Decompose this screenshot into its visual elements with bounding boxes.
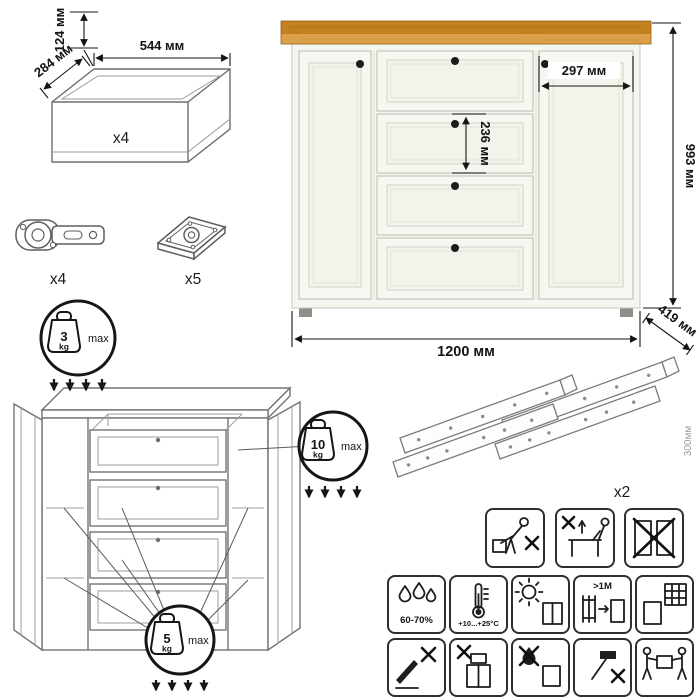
ventilation-icon [635, 575, 694, 634]
slides-length-label: 300мм [683, 426, 694, 457]
load-shelf-unit: kg [162, 644, 172, 654]
load-top-value: 3 [60, 329, 67, 344]
no-impact-icon [573, 638, 632, 697]
load-drawer-value: 10 [311, 437, 325, 452]
drawer-1-knob [451, 57, 459, 65]
no-load-on-top-icon [449, 638, 508, 697]
cabinet-front-view [280, 20, 652, 317]
load-drawer-unit: kg [313, 450, 323, 460]
hinge-count: x4 [50, 271, 67, 288]
slides-count: x2 [614, 484, 630, 501]
open-top-drawer [89, 413, 243, 473]
temperature-icon: +10...+25°C [449, 575, 508, 634]
foot-count: x5 [185, 271, 201, 288]
door-width-label: 297 мм [562, 63, 607, 78]
load-drawer-max: max [341, 441, 362, 453]
load-limit-badge-drawer: 10 kg max [297, 410, 369, 499]
drawer-2-knob [451, 120, 459, 128]
cabinet-top-panel [280, 20, 652, 45]
drawer-box-height-label: 124 мм [52, 8, 67, 53]
load-limit-badge-shelf: 5 kg max [144, 604, 216, 692]
load-arrows-shelf [151, 680, 209, 692]
load-arrows-top [49, 379, 107, 392]
heater-distance-icon: >1M [573, 575, 632, 634]
no-drag-furniture-icon [555, 508, 615, 568]
load-arrows-drawer [304, 486, 362, 499]
load-limit-badge-top: 3 kg max [39, 299, 117, 392]
humidity-icon: 60-70% [387, 575, 446, 634]
drawer-slides-diagram [392, 356, 680, 478]
drawer-height-label: 236 мм [478, 121, 493, 166]
open-drawer-2 [89, 479, 227, 527]
drawer-box-diagram [51, 68, 231, 163]
drawer-box-width-label: 544 мм [140, 38, 185, 53]
cabinet-open-view [13, 386, 301, 652]
no-water-icon [511, 638, 570, 697]
no-move-with-doors-icon [624, 508, 684, 568]
cabinet-width-label: 1200 мм [437, 344, 495, 360]
cabinet-foot-right [620, 306, 633, 317]
drawer-box-dimensions [39, 11, 231, 99]
load-top-unit: kg [59, 342, 69, 352]
load-shelf-value: 5 [163, 631, 170, 646]
load-top-max: max [88, 333, 109, 345]
prohibition-icons-row [387, 638, 694, 697]
carry-together-icon [635, 638, 694, 697]
cabinet-height-label: 993 мм [683, 144, 698, 189]
care-icons-row: 60-70% +10...+25°C >1M [387, 575, 694, 634]
sunlight-icon [511, 575, 570, 634]
foot-diagram [156, 216, 227, 261]
no-sharp-tools-icon [387, 638, 446, 697]
left-door-knob [356, 60, 364, 68]
drawer-3-knob [451, 182, 459, 190]
drawer-4-knob [451, 244, 459, 252]
hinge-diagram [15, 219, 105, 251]
cabinet-depth-label: 419 мм [655, 301, 700, 339]
open-left-door [13, 402, 43, 652]
cabinet-dimensions [291, 22, 694, 356]
load-shelf-max: max [188, 635, 209, 647]
no-carry-bent-icon [485, 508, 545, 568]
warning-icons-row [485, 508, 684, 568]
open-right-door [267, 400, 301, 652]
heat-distance-value: >1M [593, 581, 612, 592]
temperature-value: +10...+25°C [458, 619, 499, 628]
open-drawer-3 [89, 531, 227, 579]
drawer-box-count: x4 [113, 130, 130, 147]
right-door-knob [541, 60, 549, 68]
humidity-value: 60-70% [400, 615, 433, 626]
cabinet-foot-left [299, 306, 312, 317]
